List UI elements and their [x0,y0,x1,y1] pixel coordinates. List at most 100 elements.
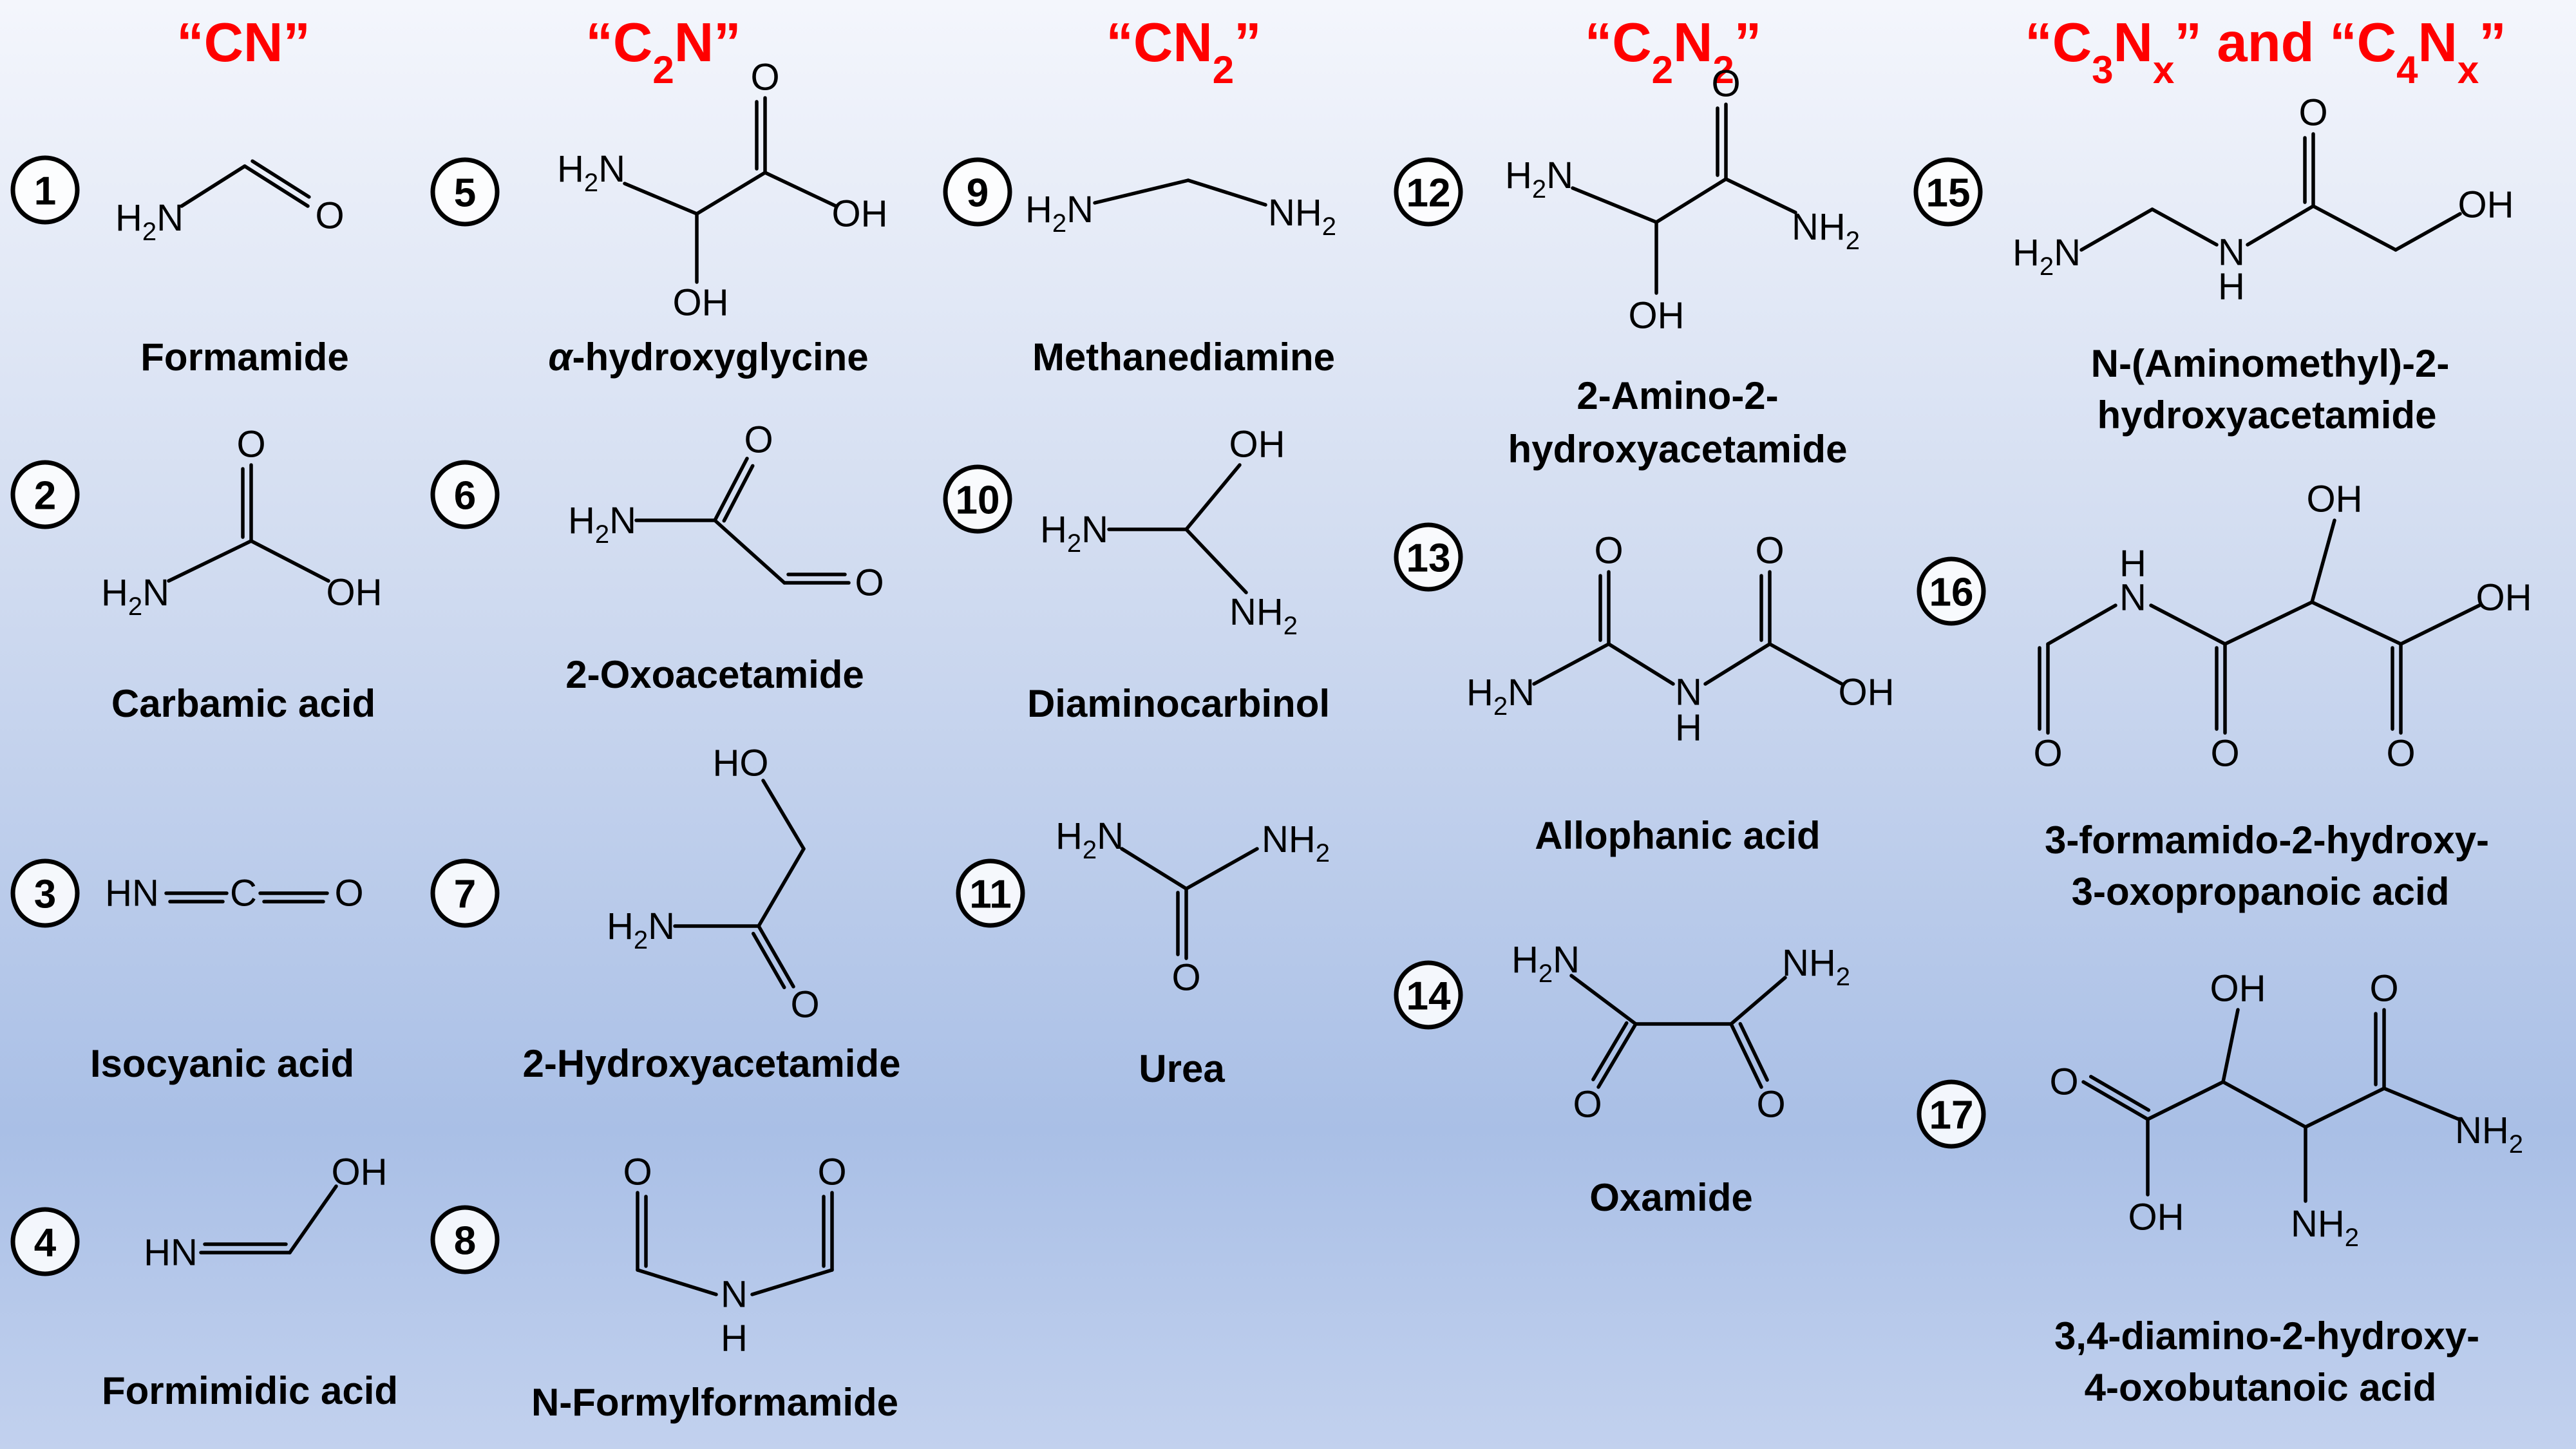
compound-number: 11 [969,873,1012,917]
bond [243,164,310,208]
atom-label: OH [2458,184,2514,226]
compound-number: 8 [454,1219,476,1264]
amine-label: NH2 [2291,1203,2359,1253]
compound-name: 2-Oxoacetamide [565,653,864,696]
bond [2310,518,2336,604]
header-part: N [674,12,714,73]
header-part: ” [714,12,741,73]
compound-name-text: Allophanic acid [1535,814,1820,857]
bond [2149,603,2227,646]
atom-label: N [1675,672,1702,714]
bond [2382,1086,2461,1121]
bond [1724,177,1797,214]
bond [695,171,767,216]
header-part: C [2357,12,2396,73]
atom-label: O [2049,1061,2078,1103]
atom-label: O [236,424,265,466]
header-cn2: “CN2” [1106,12,1261,91]
header-part: 2 [1652,48,1673,91]
compound-number: 6 [454,474,476,518]
bond [763,171,838,208]
amine-label: H2N [115,197,184,247]
amine-label: NH2 [1268,192,1336,242]
atom-label: O [2210,733,2239,775]
compound-name: hydroxyacetamide [2098,393,2437,437]
bond [249,539,330,583]
bond [2394,212,2462,252]
compound-number: 13 [1406,536,1451,581]
atom-label: OH [2307,478,2363,520]
atom-label: O [790,984,819,1026]
bond [751,931,786,990]
bond [1738,1022,1769,1082]
compound-number: 17 [1929,1094,1974,1138]
compound-number: 3 [34,873,56,917]
bond [2046,603,2117,646]
amine-label: NH2 [1229,591,1298,641]
atom-label: O [744,419,773,461]
compound-name: Allophanic acid [1535,814,1820,857]
compound-name: Carbamic acid [111,682,375,725]
atom-label: OH [2210,968,2266,1010]
header-part: and [2202,12,2329,73]
header-part: ” [1734,12,1762,73]
compound-name-text: N-Formylformamide [531,1381,898,1424]
compound-name-text: -hydroxyglycine [573,336,869,379]
atom-label: N [721,1274,748,1316]
header-part: N [1173,12,1212,73]
compound-name: Diaminocarbinol [1027,682,1330,725]
header-part: ” [283,12,310,73]
bond-layer [164,96,2481,1296]
compound-number-circle [943,464,1012,534]
compound-name-text: Formimidic acid [102,1369,398,1412]
atom-label: O [315,195,344,237]
bond [2304,1086,2386,1129]
compound-number: 14 [1406,974,1451,1019]
compound-number-circle [430,157,500,227]
atom-label: O [750,57,779,99]
atom-label: O [855,562,884,604]
amine-label: NH2 [1782,942,1850,992]
atom-label: O [1594,530,1623,572]
bond [2221,1008,2240,1084]
compound-number-circle [1913,157,1983,227]
compound-name-text: 3-oxopropanoic acid [2072,870,2450,913]
atom-label: O [2386,733,2415,775]
compound-number-circle [430,1205,500,1274]
amine-label: H2N [1040,509,1108,558]
compound-number-circle [10,460,80,529]
compound-name-text: 2-Amino-2- [1577,374,1778,417]
header-part: C [2052,12,2092,73]
header-part: ” [1234,12,1262,73]
compound-number: 15 [1926,171,1971,216]
amine-label: H2N [607,905,675,955]
header-part: x [2458,48,2479,91]
compound-number: 1 [34,169,56,214]
header-part: N [243,12,283,73]
header-part: x [2153,48,2174,91]
compound-name: N-Formylformamide [531,1381,898,1424]
compound-name: Urea [1139,1047,1225,1090]
header-part: “ [2025,12,2052,73]
bond [1703,642,1772,686]
compound-number-circle [1394,522,1463,592]
bond [2221,1080,2307,1129]
bond [761,779,806,851]
bond [2310,600,2403,646]
compound-name: α-hydroxyglycine [548,336,868,379]
bond [2311,204,2398,252]
header-part: C [613,12,652,73]
bond [1591,1021,1629,1081]
atom-label: OH [1229,424,1285,466]
bond [623,182,699,216]
header-part: N [1673,12,1712,73]
amine-label: H2N [101,572,169,621]
atom-label: H [721,1318,748,1359]
compound-number: 12 [1406,171,1451,216]
amine-label: H2N [1505,155,1573,204]
compound-name-text: Isocyanic acid [90,1042,354,1085]
compound-name: Formamide [140,336,348,379]
header-part: “ [176,12,204,73]
